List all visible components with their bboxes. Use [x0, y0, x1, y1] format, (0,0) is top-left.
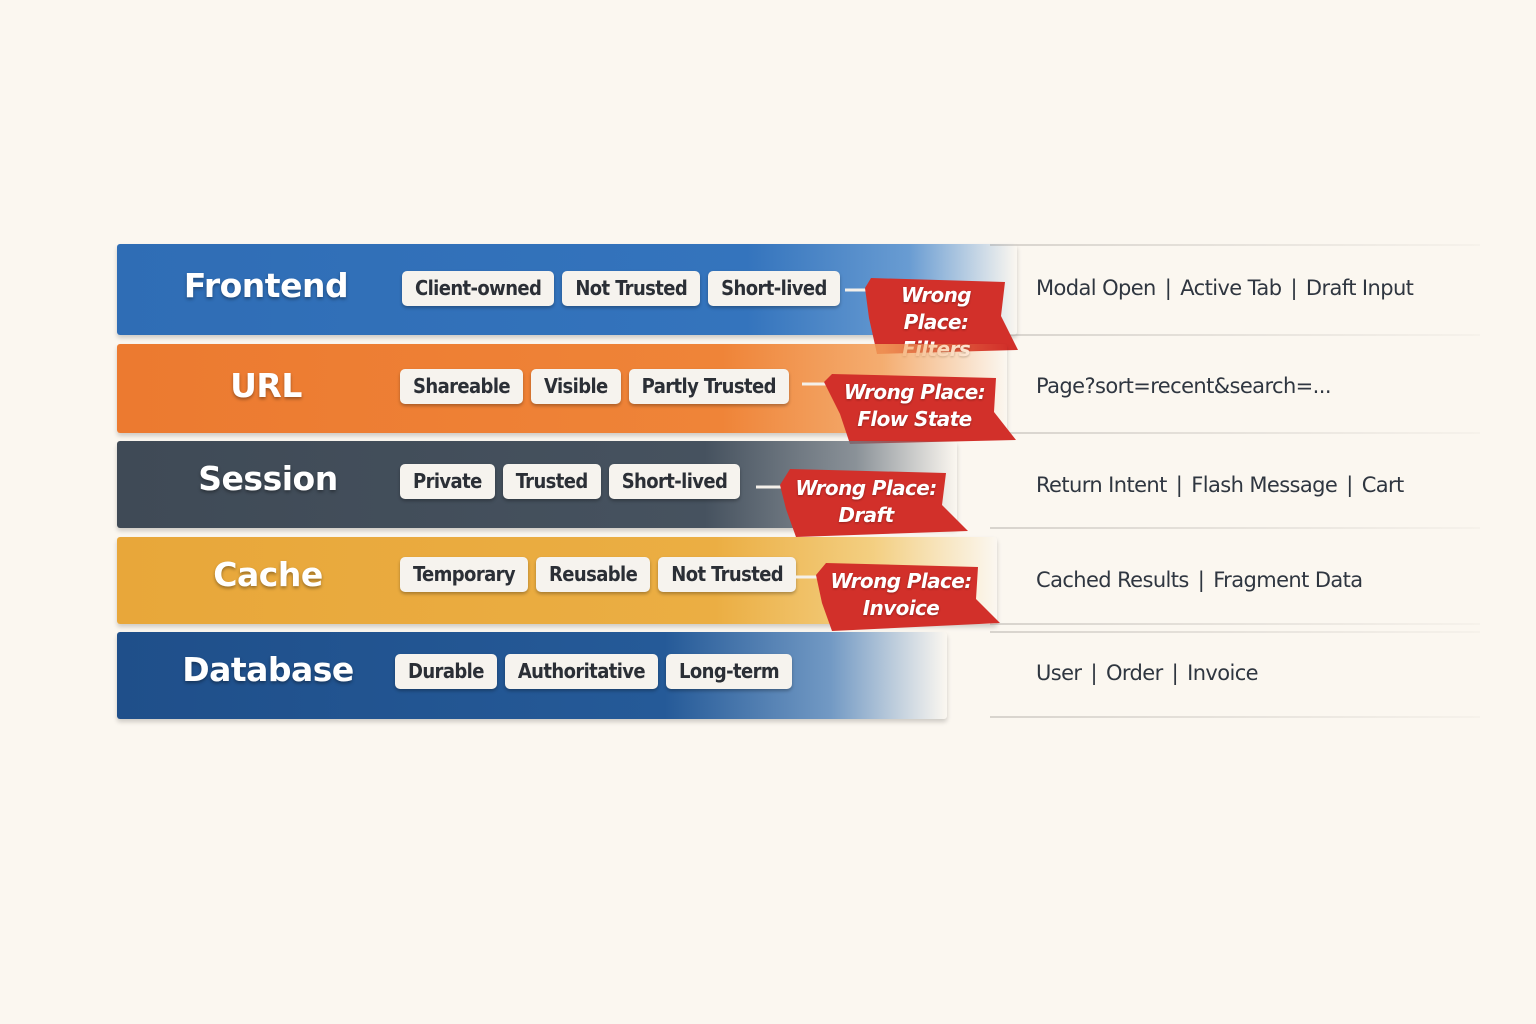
- layer-title: Frontend: [183, 266, 349, 305]
- tag: Short-lived: [608, 464, 741, 499]
- tag: Not Trusted: [658, 557, 797, 592]
- layer-title: Session: [198, 459, 338, 498]
- flag-line-2: Draft: [838, 503, 894, 527]
- examples: Modal Open|Active Tab|Draft Input: [1036, 276, 1414, 300]
- tag: Shareable: [400, 369, 523, 404]
- tag-list: Client-owned Not Trusted Short-lived: [402, 271, 840, 306]
- flag-shape: [802, 374, 1016, 444]
- examples: Return Intent|Flash Message|Cart: [1036, 473, 1404, 497]
- flag-line-1: Wrong Place:: [830, 569, 972, 593]
- flag-line-1: Wrong Place:: [795, 476, 937, 500]
- tag-list: Private Trusted Short-lived: [400, 464, 741, 499]
- examples: Cached Results|Fragment Data: [1036, 568, 1363, 592]
- layer-cache: Cache Temporary Reusable Not Trusted Wro…: [0, 537, 1536, 631]
- tag: Private: [400, 464, 495, 499]
- example-item: Invoice: [1187, 661, 1259, 685]
- tag: Authoritative: [504, 654, 659, 689]
- example-item: Modal Open: [1036, 276, 1156, 300]
- flag-shape: [845, 278, 1018, 354]
- example-item: Cart: [1361, 473, 1405, 497]
- layer-title: Database: [182, 650, 354, 689]
- layer-frontend: Frontend Client-owned Not Trusted Short-…: [0, 244, 1536, 361]
- tag-list: Durable Authoritative Long-term: [395, 654, 793, 689]
- tag: Partly Trusted: [628, 369, 789, 404]
- example-item: Active Tab: [1180, 276, 1282, 300]
- flag-line-1: Wrong Place:: [843, 380, 986, 404]
- example-item: Flash Message: [1191, 473, 1338, 497]
- tag: Short-lived: [708, 271, 840, 306]
- example-item: User: [1036, 661, 1082, 685]
- tag: Visible: [530, 369, 621, 404]
- tag-list: Shareable Visible Partly Trusted: [400, 369, 789, 404]
- tag-list: Temporary Reusable Not Trusted: [400, 557, 797, 592]
- tag: Durable: [395, 654, 497, 689]
- example-item: Return Intent: [1036, 473, 1167, 497]
- example-item: Order: [1105, 661, 1163, 685]
- layer-url: URL Shareable Visible Partly Trusted Wro…: [0, 344, 1536, 444]
- flag-shape: [756, 469, 968, 537]
- tag: Client-owned: [402, 271, 555, 306]
- example-item: Cached Results: [1036, 568, 1189, 592]
- flag-line-1: Wrong Place:: [900, 283, 972, 334]
- flag-line-2: Flow State: [857, 407, 972, 431]
- examples: User|Order|Invoice: [1036, 661, 1259, 685]
- examples: Page?sort=recent&search=...: [1036, 374, 1332, 398]
- layer-database: Database Durable Authoritative Long-term…: [0, 631, 1536, 720]
- tag: Not Trusted: [562, 271, 701, 306]
- layer-session: Session Private Trusted Short-lived Wron…: [0, 441, 1536, 537]
- layer-title: Cache: [213, 555, 323, 594]
- tag: Trusted: [502, 464, 601, 499]
- tag: Long-term: [666, 654, 793, 689]
- example-item: Draft Input: [1305, 276, 1414, 300]
- tag: Reusable: [536, 557, 651, 592]
- tag: Temporary: [400, 557, 529, 592]
- flag-line-2: Invoice: [862, 596, 940, 620]
- example-item: Page?sort=recent&search=...: [1036, 374, 1332, 398]
- flag-shape: [796, 563, 1000, 631]
- layer-title: URL: [230, 366, 302, 405]
- example-item: Fragment Data: [1213, 568, 1363, 592]
